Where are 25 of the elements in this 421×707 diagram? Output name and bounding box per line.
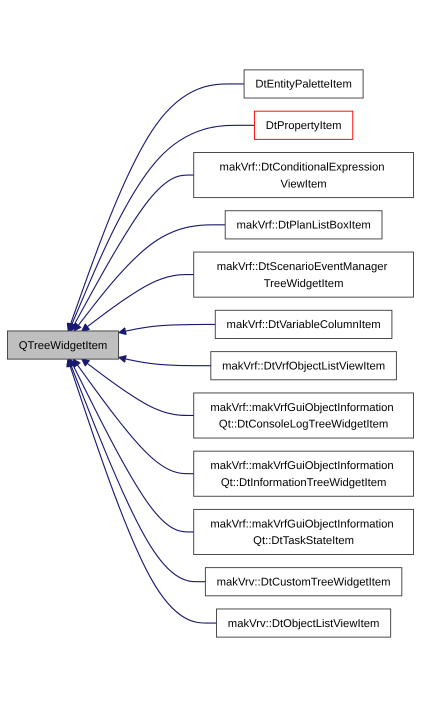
arrow — [81, 358, 194, 416]
node-box: makVrf::DtVrfObjectListViewItem — [210, 351, 397, 380]
arrow — [81, 274, 194, 332]
arrow — [66, 83, 244, 332]
node-box: makVrf::DtVariableColumnItem — [214, 310, 392, 339]
node-box: makVrf::DtPlanListBoxItem — [224, 210, 382, 240]
arrow — [74, 224, 226, 332]
node-box: makVrf::makVrfGuiObjectInformation Qt::DtConsoleLogTreeWidgetItem — [193, 392, 414, 438]
arrow — [118, 324, 216, 336]
node-box: DtEntityPaletteItem — [244, 69, 364, 98]
node-box: QTreeWidgetItem — [7, 330, 120, 360]
arrow — [67, 358, 206, 582]
node-box: makVrf::DtConditionalExpression ViewItem — [193, 152, 414, 198]
node-box: makVrf::DtScenarioEventManager TreeWidgetItem — [193, 252, 414, 298]
arrow — [118, 354, 211, 366]
node-box: makVrv::DtObjectListViewItem — [216, 608, 392, 638]
arrow — [66, 358, 217, 624]
node-box: makVrv::DtCustomTreeWidgetItem — [204, 567, 402, 596]
node-box: DtPropertyItem — [254, 110, 354, 140]
arrow — [72, 358, 194, 474]
arrow — [68, 124, 254, 332]
arrow — [70, 358, 194, 533]
node-box: makVrf::makVrfGuiObjectInformation Qt::DtTaskStateItem — [193, 508, 414, 555]
arrow — [70, 174, 194, 332]
node-box: makVrf::makVrfGuiObjectInformation Qt::DtInformationTreeWidgetItem — [193, 450, 414, 497]
